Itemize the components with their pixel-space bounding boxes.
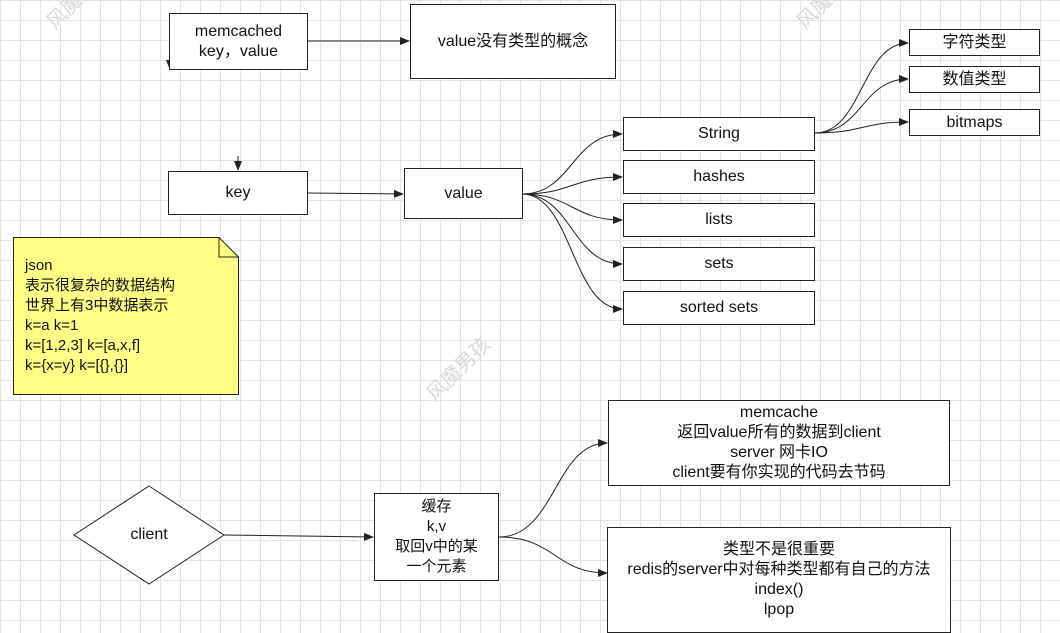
type-sets-node: sets xyxy=(623,247,815,281)
client-diamond xyxy=(73,485,225,585)
cache-line-3: 取回v中的某 xyxy=(395,538,478,555)
type-hashes-node: hashes xyxy=(623,160,815,194)
watermark-3: 风魔男孩 xyxy=(422,332,496,406)
memcache-line-3: server 网卡IO xyxy=(730,444,828,461)
value-node: value xyxy=(404,168,523,219)
redis-line-1: 类型不是很重要 xyxy=(722,541,835,558)
note-line-4: k=a k=1 xyxy=(25,317,79,334)
json-note: json 表示很复杂的数据结构 世界上有3中数据表示 k=a k=1 k=[1,… xyxy=(13,237,239,395)
memcached-line-2: key，value xyxy=(198,42,279,60)
note-text: json 表示很复杂的数据结构 世界上有3中数据表示 k=a k=1 k=[1,… xyxy=(25,256,175,376)
bitmaps-node: bitmaps xyxy=(909,109,1040,136)
edge-client-to-cache xyxy=(223,532,374,541)
edge-string-to-bitmaps xyxy=(814,118,909,134)
edge-string-to-char-type xyxy=(814,39,909,134)
type-lists-node: lists xyxy=(623,203,815,237)
edge-value-to-sets xyxy=(521,193,623,268)
connectors xyxy=(166,37,909,577)
edge-value-to-hashes xyxy=(521,173,623,195)
cache-line-4: 一个元素 xyxy=(406,558,467,575)
note-line-3: 世界上有3中数据表示 xyxy=(25,297,169,314)
edge-key-to-value xyxy=(307,189,404,198)
memcache-line-2: 返回value所有的数据到client xyxy=(677,424,881,441)
note-line-6: k={x=y} k=[{},{}] xyxy=(25,357,129,374)
redis-node: 类型不是很重要 redis的server中对每种类型都有自己的方法 index(… xyxy=(607,527,951,633)
value-concept-node: value没有类型的概念 xyxy=(410,4,616,79)
redis-line-4: lpop xyxy=(763,601,795,618)
note-line-2: 表示很复杂的数据结构 xyxy=(25,277,176,294)
memcached-line-1: memcached xyxy=(194,22,283,40)
redis-line-3: index() xyxy=(754,581,804,598)
watermark-2: 风魔男孩 xyxy=(792,0,866,34)
note-shape xyxy=(13,237,239,395)
note-line-5: k=[1,2,3] k=[a,x,f] xyxy=(25,337,141,354)
edge-value-to-lists xyxy=(521,193,623,224)
redis-line-2: redis的server中对每种类型都有自己的方法 xyxy=(627,561,931,578)
type-string-node: String xyxy=(623,117,815,151)
edge-value-to-string xyxy=(521,130,623,195)
edge-value-to-sorted-sets xyxy=(521,193,623,313)
cache-line-2: k,v xyxy=(426,518,447,535)
edge-cache-to-redis xyxy=(498,536,608,577)
cache-line-1: 缓存 xyxy=(421,498,452,515)
num-type-node: 数值类型 xyxy=(909,66,1040,93)
watermark-1: 风魔男孩 xyxy=(42,0,116,34)
type-sorted-sets-node: sorted sets xyxy=(623,291,815,325)
key-node: key xyxy=(168,171,308,215)
memcached-node: memcached key，value xyxy=(169,13,308,70)
cache-node: 缓存 k,v 取回v中的某 一个元素 xyxy=(374,493,499,581)
edge-string-to-num-type xyxy=(814,75,909,134)
memcache-node: memcache 返回value所有的数据到client server 网卡IO… xyxy=(608,400,950,486)
edge-cache-to-memcache xyxy=(498,439,608,538)
client-label: client xyxy=(130,526,168,543)
memcache-line-4: client要有你实现的代码去节码 xyxy=(672,464,886,481)
char-type-node: 字符类型 xyxy=(909,29,1040,56)
note-line-1: json xyxy=(25,257,53,274)
memcache-line-1: memcache xyxy=(739,404,819,421)
